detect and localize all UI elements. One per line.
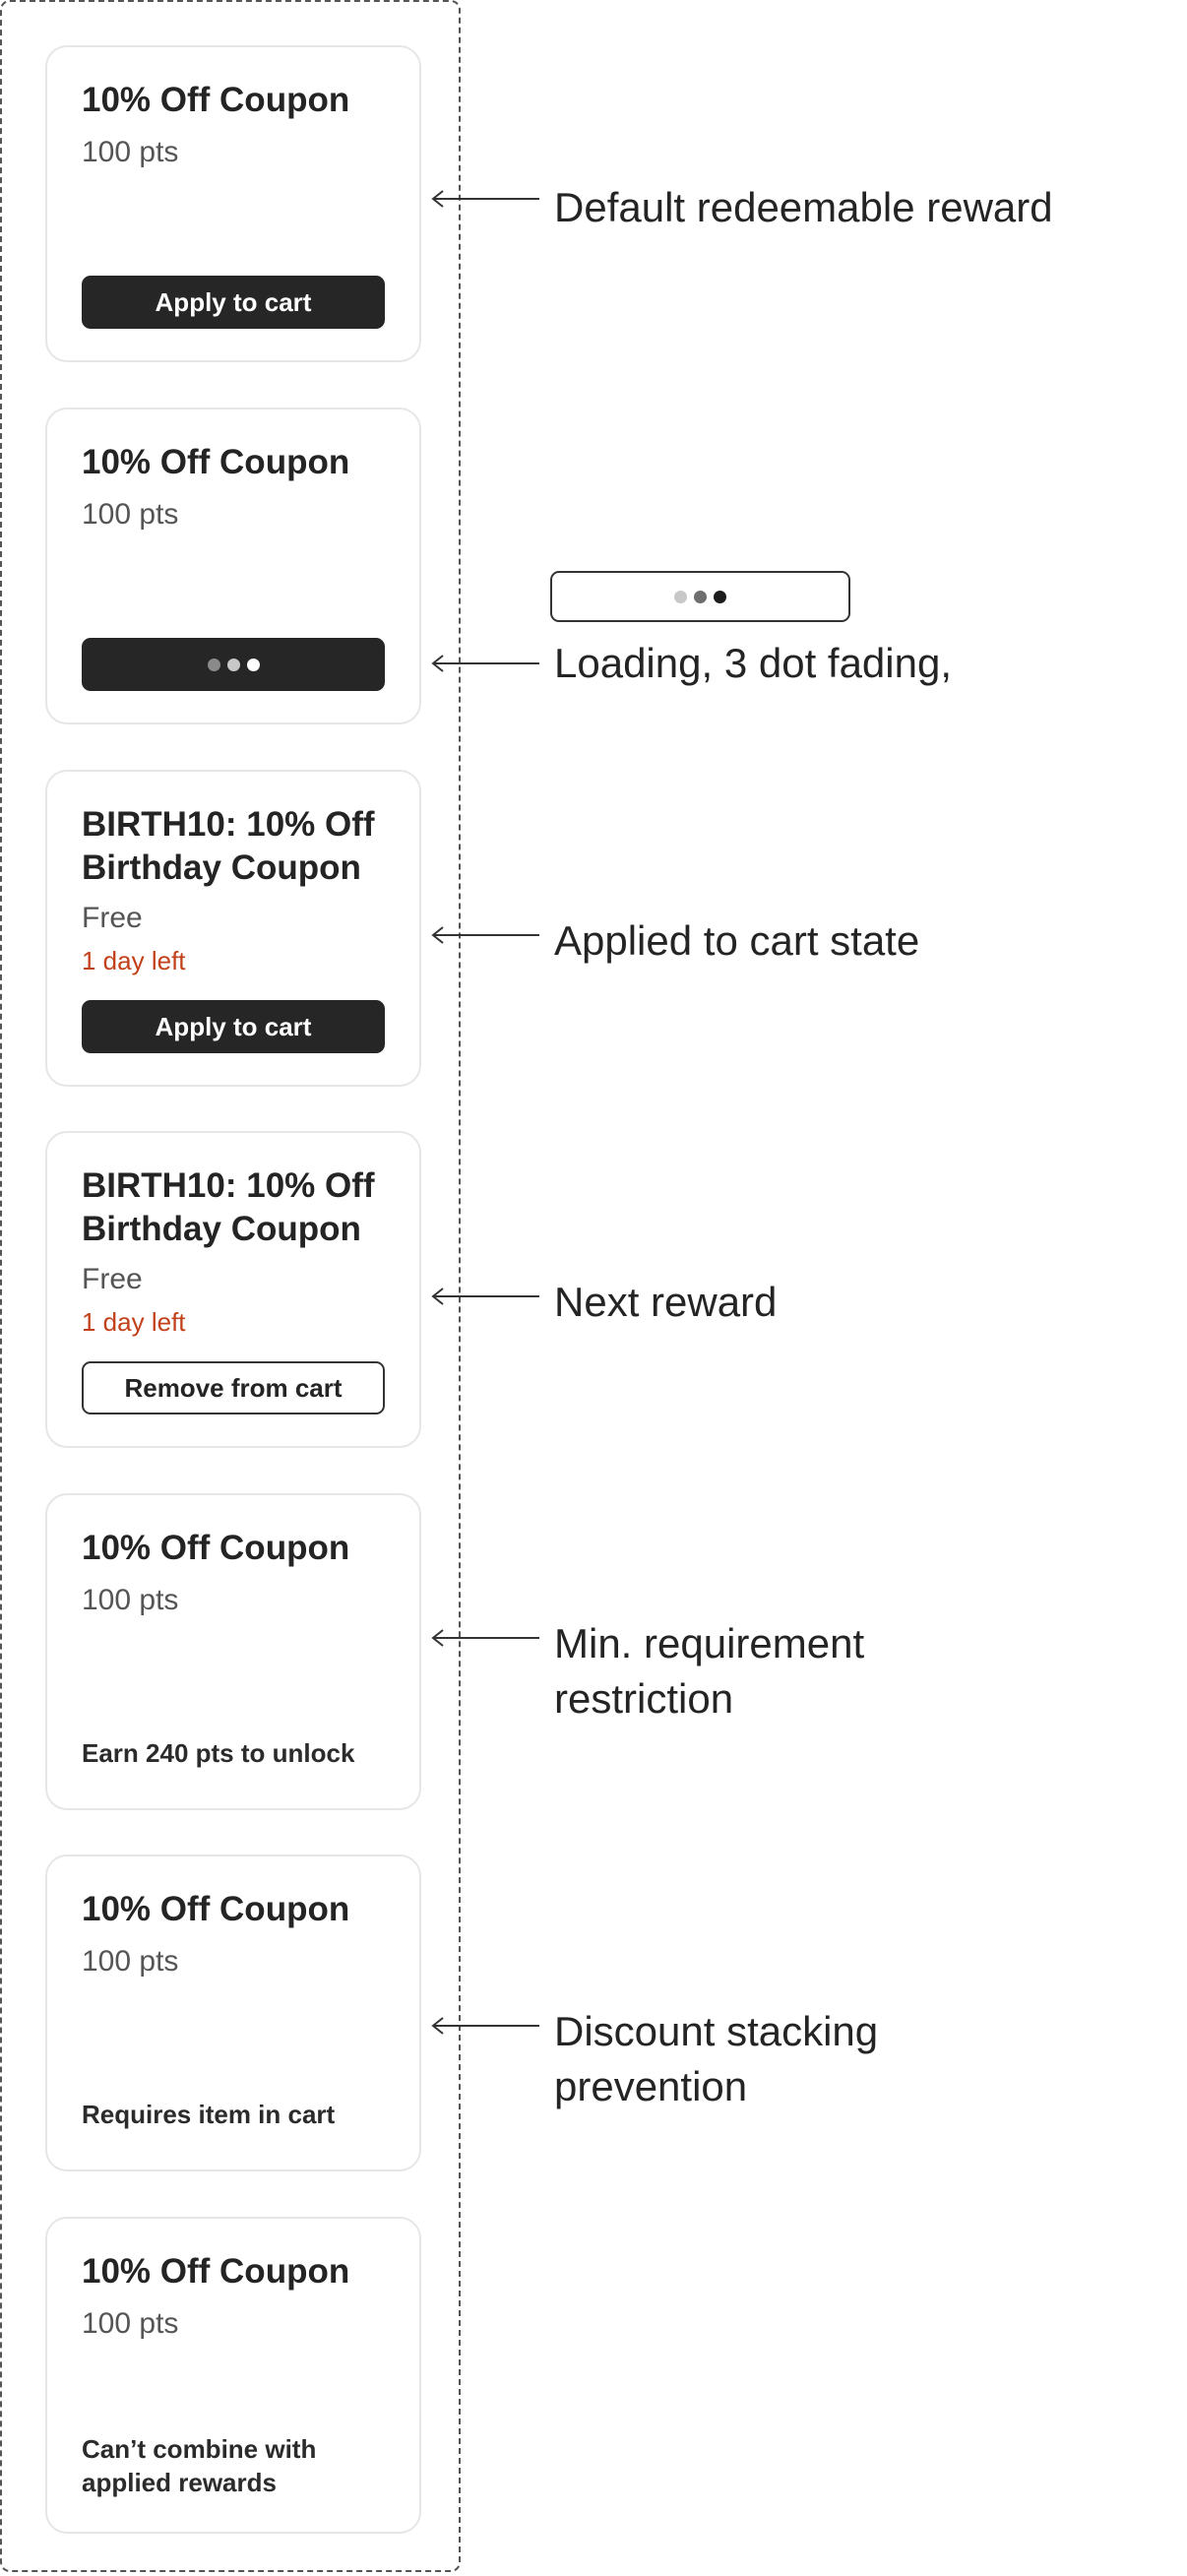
reward-expiry: 1 day left (82, 946, 186, 975)
reward-points: Free (82, 1263, 143, 1295)
arrow-left-icon (431, 190, 539, 208)
reward-points: 100 pts (82, 2307, 179, 2340)
restriction-text: Can’t combine with applied rewards (82, 2434, 317, 2497)
reward-title: 10% Off Coupon (82, 2252, 350, 2291)
reward-cards-column: 10% Off Coupon 100 pts Apply to cart 10%… (0, 0, 461, 2572)
arrow-left-icon (431, 1288, 539, 1305)
annotation-stacking: Discount stacking prevention (554, 2008, 879, 2109)
reward-card-min-requirement: 10% Off Coupon 100 pts Earn 240 pts to u… (45, 1493, 421, 1810)
reward-points: 100 pts (82, 1945, 179, 1978)
loading-dot-3 (246, 658, 260, 671)
loading-dot-1 (207, 658, 220, 671)
annotation-default: Default redeemable reward (554, 184, 1053, 230)
reward-title: 10% Off Coupon (82, 1529, 350, 1567)
reward-points: 100 pts (82, 136, 179, 168)
reward-card-default: 10% Off Coupon 100 pts Apply to cart (45, 45, 421, 362)
arrow-left-icon (431, 655, 539, 672)
reward-card-stacking: 10% Off Coupon 100 pts Can’t combine wit… (45, 2217, 421, 2534)
arrow-left-icon (431, 1629, 539, 1647)
loading-dot-2 (226, 658, 240, 671)
reward-title: BIRTH10: 10% Off Birthday Coupon (82, 805, 375, 887)
annotation-applied: Applied to cart state (554, 917, 920, 964)
annotation-loading: Loading, 3 dot fading, (554, 640, 953, 686)
reward-points: Free (82, 902, 143, 934)
reward-card-requires-item: 10% Off Coupon 100 pts Requires item in … (45, 1854, 421, 2171)
restriction-text: Earn 240 pts to unlock (82, 1738, 355, 1768)
remove-from-cart-button[interactable]: Remove from cart (82, 1361, 385, 1414)
reward-points: 100 pts (82, 1584, 179, 1616)
apply-to-cart-button[interactable]: Apply to cart (82, 276, 385, 329)
reward-title: 10% Off Coupon (82, 443, 350, 481)
reward-points: 100 pts (82, 498, 179, 531)
reward-title: BIRTH10: 10% Off Birthday Coupon (82, 1166, 375, 1248)
reward-card-loading: 10% Off Coupon 100 pts (45, 408, 421, 724)
restriction-text: Requires item in cart (82, 2100, 336, 2129)
reward-card-birthday-apply: BIRTH10: 10% Off Birthday Coupon Free 1 … (45, 770, 421, 1087)
arrow-left-icon (431, 2017, 539, 2035)
reward-title: 10% Off Coupon (82, 1890, 350, 1928)
arrow-left-icon (431, 926, 539, 944)
reward-card-birthday-applied: BIRTH10: 10% Off Birthday Coupon Free 1 … (45, 1131, 421, 1448)
loading-dot-1 (674, 590, 687, 603)
loading-dots (207, 658, 260, 671)
loading-dot-2 (694, 590, 707, 603)
annotation-min-requirement: Min. requirement restriction (554, 1620, 865, 1722)
loading-button[interactable] (82, 638, 385, 691)
reward-title: 10% Off Coupon (82, 81, 350, 119)
reward-expiry: 1 day left (82, 1307, 186, 1337)
loading-dots (674, 590, 726, 603)
loading-dot-3 (714, 590, 726, 603)
loading-dots-preview (550, 571, 850, 622)
apply-to-cart-button[interactable]: Apply to cart (82, 1000, 385, 1053)
annotation-next: Next reward (554, 1279, 778, 1325)
